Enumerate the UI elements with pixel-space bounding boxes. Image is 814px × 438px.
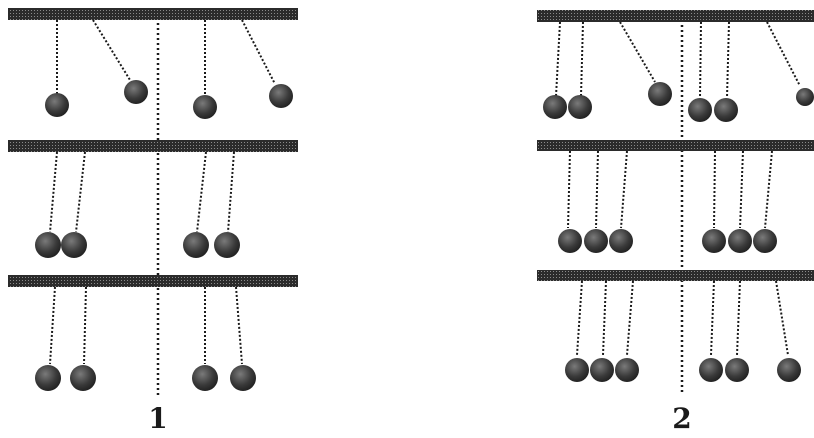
pendulum-thread: [764, 150, 773, 229]
pendulum-ball: [45, 93, 69, 117]
pendulum-ball: [702, 229, 726, 253]
pendulum-thread: [736, 280, 741, 356]
pendulum-ball: [35, 232, 61, 258]
figure-2-row-1: [537, 10, 814, 122]
pendulum-ball: [35, 365, 61, 391]
pendulum-ball: [688, 98, 712, 122]
pendulum-ball: [753, 229, 777, 253]
pendulum-thread: [196, 151, 207, 233]
pendulum-thread: [83, 286, 87, 365]
pendulum-thread: [49, 151, 58, 233]
pendulum-thread: [595, 150, 599, 229]
pendulum-thread: [241, 19, 276, 85]
pendulum-ball: [558, 229, 582, 253]
pendulum-thread: [699, 21, 702, 99]
pendulum-ball: [777, 358, 801, 382]
pendulum-thread: [602, 280, 607, 356]
pendulum-ball: [124, 80, 148, 104]
figure-2-label: 2: [672, 402, 692, 435]
figure-2-row-3: [537, 270, 814, 382]
figure-2-row-3-bar: [537, 270, 814, 281]
pendulum-ball: [269, 84, 293, 108]
pendulum-thread: [710, 280, 715, 356]
pendulum-ball: [192, 365, 218, 391]
pendulum-ball: [70, 365, 96, 391]
pendulum-ball: [609, 229, 633, 253]
pendulum-thread: [626, 280, 634, 356]
figure-2-row-1-bar: [537, 10, 814, 22]
pendulum-thread: [620, 150, 628, 229]
figure-1-row-3-bar: [8, 275, 298, 287]
pendulum-thread: [580, 21, 584, 97]
pendulum-ball: [584, 229, 608, 253]
pendulum-ball: [568, 95, 592, 119]
figure-1-row-2-bar: [8, 140, 298, 152]
pendulum-ball: [543, 95, 567, 119]
pendulum-thread: [619, 21, 656, 83]
pendulum-ball: [214, 232, 240, 258]
pendulum-ball: [714, 98, 738, 122]
figure-1: [8, 8, 298, 395]
figure-1-row-3: [8, 275, 298, 391]
pendulum-ball: [796, 88, 814, 106]
pendulum-ball: [648, 82, 672, 106]
pendulum-thread: [713, 150, 716, 229]
pendulum-ball: [565, 358, 589, 382]
pendulum-ball: [230, 365, 256, 391]
pendulum-ball: [193, 95, 217, 119]
pendulum-ball: [61, 232, 87, 258]
pendulum-thread: [555, 21, 561, 97]
pendulum-thread: [766, 21, 801, 87]
pendulum-ball: [590, 358, 614, 382]
pendulum-ball: [183, 232, 209, 258]
pendulum-thread: [92, 19, 131, 81]
pendulum-ball: [728, 229, 752, 253]
pendulum-thread: [739, 150, 744, 229]
figure-1-label: 1: [148, 402, 168, 435]
pendulum-thread: [235, 286, 243, 365]
pendulum-ball: [725, 358, 749, 382]
figure-2-row-2: [537, 140, 814, 253]
pendulum-thread: [227, 151, 235, 233]
pendulum-thread: [75, 151, 86, 233]
figure-1-row-1: [8, 8, 298, 119]
pendulum-thread: [576, 280, 583, 356]
pendulum-thread: [567, 150, 571, 229]
figure-2: [537, 10, 814, 395]
figure-1-row-2: [8, 140, 298, 258]
pendulum-thread: [726, 21, 730, 99]
pendulum-ball: [615, 358, 639, 382]
pendulum-ball: [699, 358, 723, 382]
pendulum-thread: [49, 286, 56, 365]
figure-2-row-2-bar: [537, 140, 814, 151]
pendulum-thread: [775, 280, 789, 356]
figure-1-row-1-bar: [8, 8, 298, 20]
